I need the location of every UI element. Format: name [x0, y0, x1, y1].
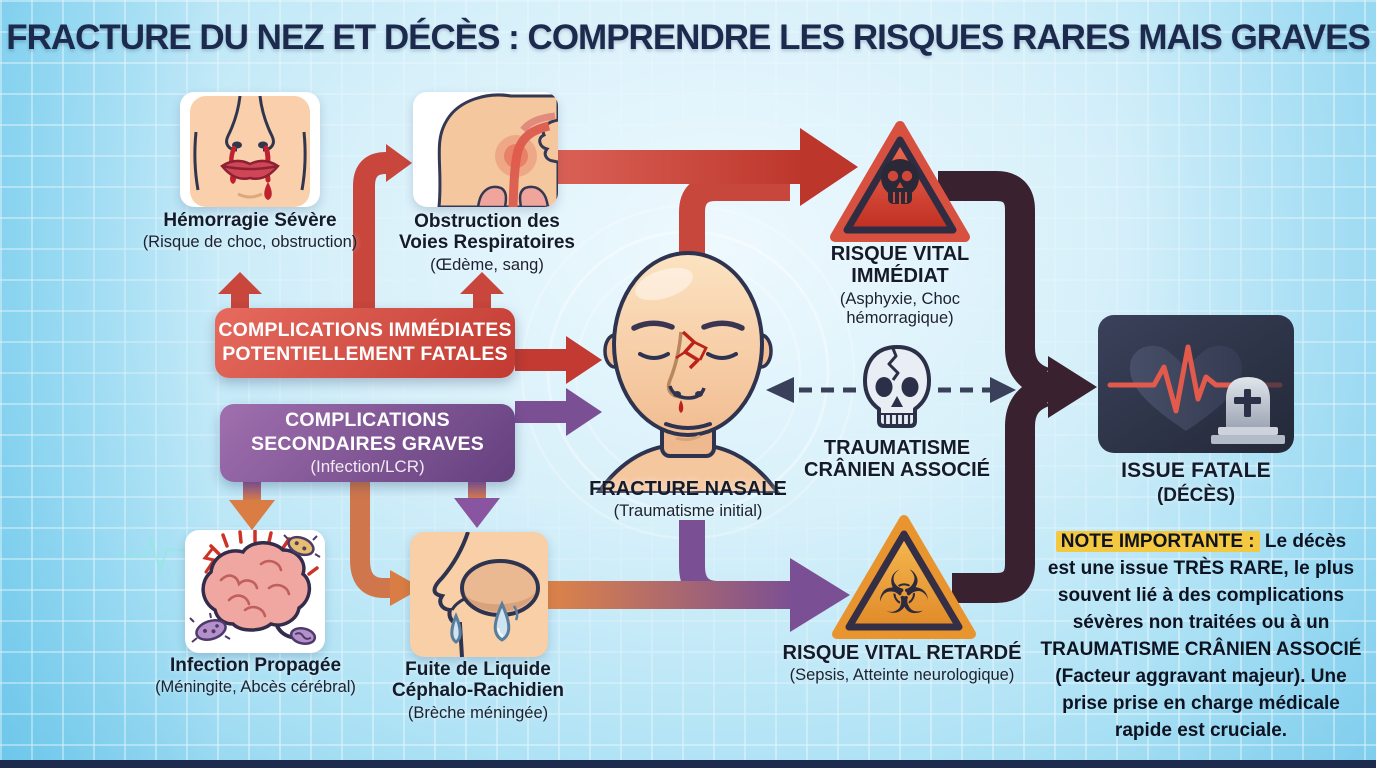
fatal-outcome-label: ISSUE FATALE	[1121, 459, 1271, 482]
immediate-risk-label-block: RISQUE VITAL IMMÉDIAT (Asphyxie, Choc hé…	[805, 243, 995, 328]
immediate-complications-line1: COMPLICATIONS IMMÉDIATES	[218, 319, 512, 342]
delayed-risk-label-block: RISQUE VITAL RETARDÉ (Sepsis, Atteinte n…	[772, 642, 1032, 685]
secondary-complications-box: COMPLICATIONS SECONDAIRES GRAVES (Infect…	[220, 404, 515, 482]
delayed-risk-node: ☣	[829, 512, 979, 642]
hemorrhage-label: Hémorragie Sévère	[163, 210, 337, 231]
immediate-complication-arrows	[218, 128, 858, 384]
fatal-outcome-label-block: ISSUE FATALE (DÉCÈS)	[1088, 459, 1304, 506]
csf-leak-label-block: Fuite de Liquide Céphalo-Rachidien (Brèc…	[383, 659, 573, 723]
trauma-dashed-arrows	[766, 377, 1016, 403]
page-title: FRACTURE DU NEZ ET DÉCÈS : COMPRENDRE LE…	[6, 18, 1371, 57]
bleeding-nose-illustration	[190, 95, 310, 207]
infection-label: Infection Propagée	[169, 655, 342, 676]
skull-warning-triangle-icon	[830, 121, 970, 242]
fatal-path-arrows	[938, 171, 1097, 603]
fracture-label: FRACTURE NASALE	[589, 478, 787, 500]
airway-card	[413, 92, 558, 207]
secondary-complications-line2: SECONDAIRES GRAVES	[251, 432, 484, 455]
important-note: NOTE IMPORTANTE : Le décès est une issue…	[1040, 528, 1362, 744]
airway-label: Obstruction des Voies Respiratoires	[398, 211, 575, 254]
secondary-complications-line1: COMPLICATIONS	[285, 409, 450, 432]
head-trauma-node	[858, 342, 936, 438]
bleeding-nose-card	[180, 92, 320, 207]
fracture-label-block: FRACTURE NASALE (Traumatisme initial)	[578, 478, 798, 521]
secondary-complications-sublabel: (Infection/LCR)	[310, 456, 425, 476]
heartbeat-tombstone-icon	[1098, 315, 1294, 453]
immediate-complications-line2: POTENTIELLEMENT FATALES	[222, 343, 508, 365]
fatal-outcome-node	[1098, 315, 1294, 453]
csf-leak-card	[410, 532, 548, 657]
important-note-body: Le décès est une issue TRÈS RARE, le plu…	[1040, 531, 1362, 741]
immediate-complications-box: COMPLICATIONS IMMÉDIATES POTENTIELLEMENT…	[215, 308, 515, 378]
airway-label-block: Obstruction des Voies Respiratoires (Œdè…	[397, 211, 577, 275]
bottom-border-strip	[0, 760, 1376, 768]
infection-sublabel: (Méningite, Abcès cérébral)	[155, 678, 356, 697]
airway-sublabel: (Œdème, sang)	[430, 255, 544, 274]
infected-brain-illustration	[189, 530, 321, 645]
fracture-sublabel: (Traumatisme initial)	[613, 502, 763, 521]
immediate-risk-label: RISQUE VITAL IMMÉDIAT	[830, 243, 970, 288]
fractured-nose-head-illustration	[595, 251, 781, 493]
head-trauma-label: TRAUMATISME CRÂNIEN ASSOCIÉ	[804, 437, 990, 482]
infection-label-block: Infection Propagée (Méningite, Abcès cér…	[128, 655, 383, 697]
delayed-risk-sublabel: (Sepsis, Atteinte neurologique)	[789, 666, 1015, 685]
secondary-branch-arrows	[229, 480, 850, 632]
immediate-risk-sublabel: (Asphyxie, Choc hémorragique)	[839, 289, 961, 327]
biohazard-glyph: ☣	[877, 558, 931, 628]
hemorrhage-sublabel: (Risque de choc, obstruction)	[142, 233, 358, 252]
infected-brain-card	[185, 530, 325, 653]
important-note-highlight: NOTE IMPORTANTE :	[1055, 531, 1260, 552]
airway-illustration	[437, 93, 558, 207]
delayed-risk-label: RISQUE VITAL RETARDÉ	[782, 642, 1022, 664]
immediate-risk-node	[827, 118, 973, 244]
csf-leak-label: Fuite de Liquide Céphalo-Rachidien	[391, 659, 565, 702]
cracked-skull-icon	[863, 345, 931, 428]
csf-leak-illustration	[432, 532, 540, 657]
hemorrhage-label-block: Hémorragie Sévère (Risque de choc, obstr…	[140, 210, 360, 252]
head-trauma-label-block: TRAUMATISME CRÂNIEN ASSOCIÉ	[782, 437, 1012, 482]
fatal-outcome-sublabel: (DÉCÈS)	[1156, 484, 1236, 506]
fractured-nose-head	[588, 248, 788, 493]
csf-leak-sublabel: (Brèche méningée)	[407, 703, 549, 722]
biohazard-warning-triangle-icon: ☣	[832, 515, 976, 639]
